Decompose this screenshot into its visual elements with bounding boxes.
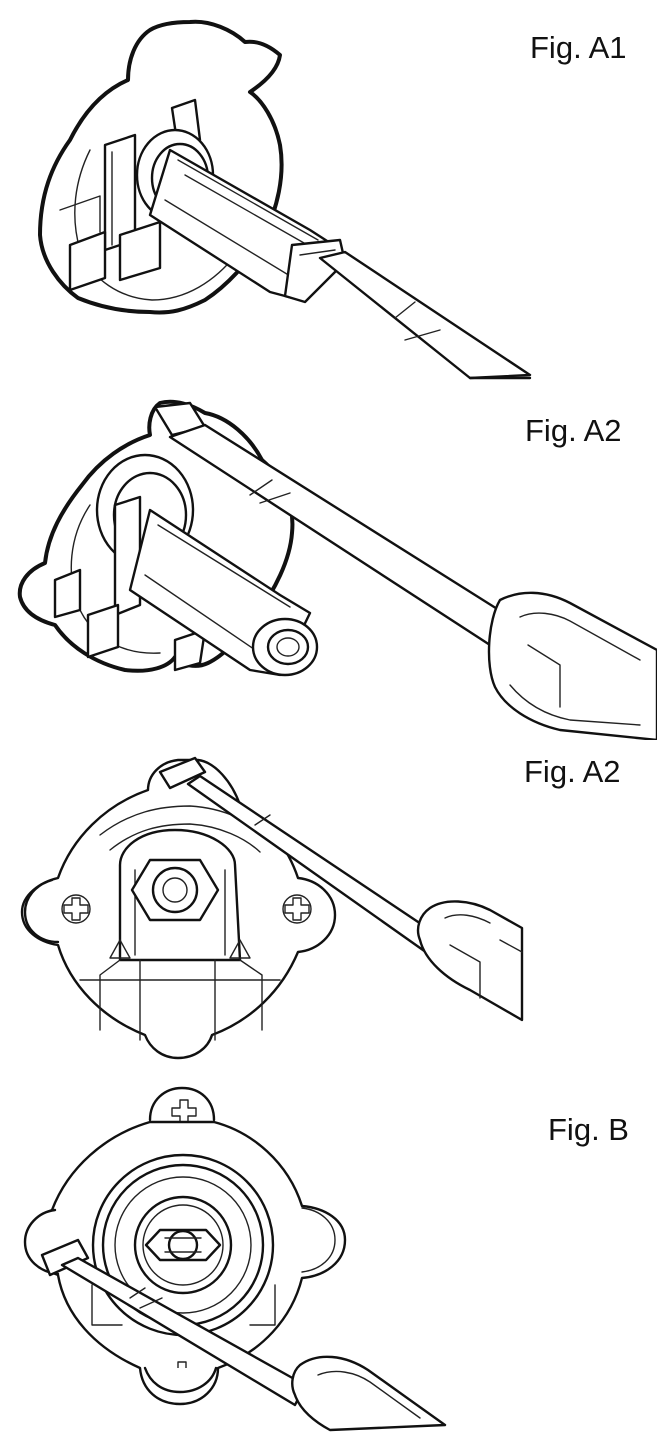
lamp-socket-front-view-prying-tab-icon: [20, 756, 524, 1060]
figure-label: Fig. A1: [530, 30, 627, 65]
figure-a2-perspective-panel: Fig. A2: [0, 385, 657, 740]
figure-label: Fig. A2: [525, 413, 622, 448]
figure-label: Fig. B: [548, 1112, 629, 1147]
figure-b-panel: Fig. B: [0, 1080, 657, 1434]
lamp-socket-rear-view-prying-tab-icon: [23, 1086, 447, 1432]
lamp-socket-prying-tab-with-screwdriver-icon: [17, 399, 657, 740]
figure-label: Fig. A2: [524, 754, 621, 789]
figure-a1-panel: Fig. A1: [0, 0, 657, 385]
figure-a2-front-panel: Fig. A2: [0, 740, 657, 1080]
lamp-socket-with-screwdriver-in-bore-icon: [38, 19, 532, 380]
